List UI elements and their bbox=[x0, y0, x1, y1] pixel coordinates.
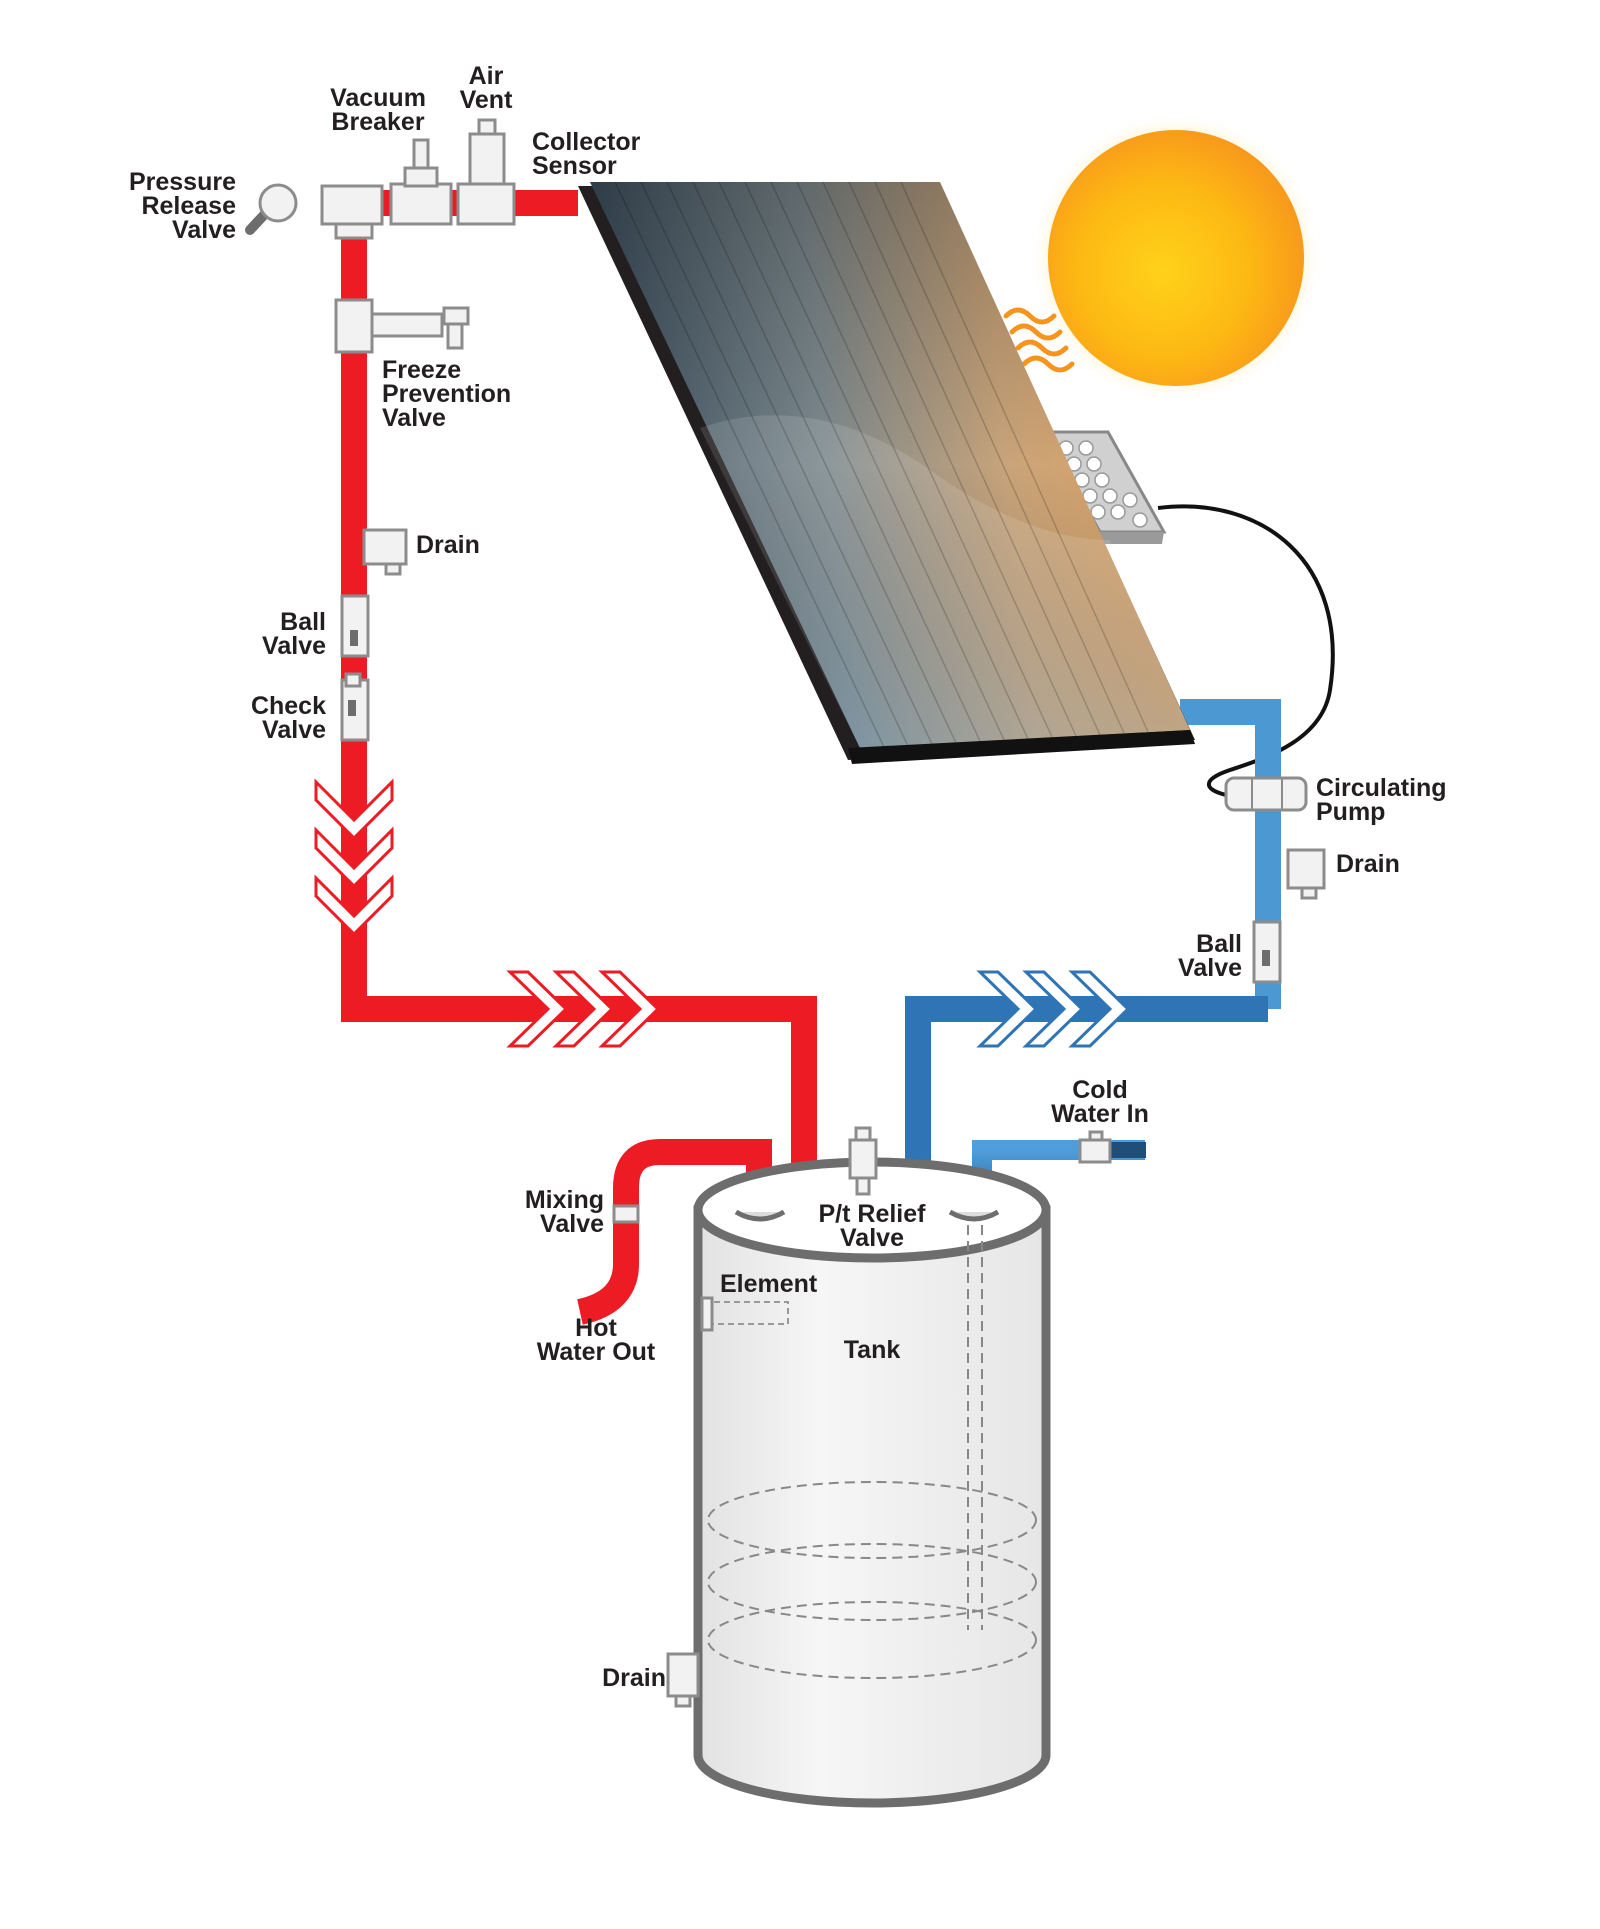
label-drain-right: Drain bbox=[1336, 850, 1400, 878]
cold-return-pipe-lower bbox=[905, 996, 1268, 1175]
freeze-prevention-valve-icon bbox=[334, 298, 470, 354]
label-collector-sensor: Collector Sensor bbox=[532, 128, 641, 180]
label-drain-left: Drain bbox=[416, 531, 480, 559]
label-air-vent: Air Vent bbox=[460, 62, 513, 114]
label-ball-valve-right: Ball Valve bbox=[1178, 930, 1242, 982]
label-vacuum-breaker: Vacuum Breaker bbox=[330, 84, 426, 136]
cold-inlet-valve-icon bbox=[1078, 1130, 1112, 1164]
cold-return-pipe bbox=[1180, 699, 1281, 1009]
drain-valve-right-icon bbox=[1286, 848, 1326, 900]
cold-inlet-dark-stub bbox=[1110, 1142, 1146, 1158]
label-ball-valve-left-line2: Valve bbox=[262, 632, 326, 660]
label-cold-water-in: Cold Water In bbox=[1051, 1076, 1149, 1128]
vacuum-breaker-icon bbox=[389, 138, 453, 226]
label-circulating-pump-line1: Circulating bbox=[1316, 774, 1447, 802]
pv-control-cable bbox=[1157, 504, 1335, 797]
label-pressure-release-line3: Valve bbox=[172, 216, 236, 244]
label-ball-valve-right-line2: Valve bbox=[1178, 954, 1242, 982]
heating-element-icon bbox=[700, 1296, 789, 1332]
mixing-valve-icon bbox=[612, 1204, 640, 1224]
label-circulating-pump-line2: Pump bbox=[1316, 798, 1385, 826]
label-hot-water-out: Hot Water Out bbox=[537, 1314, 656, 1366]
check-valve-icon bbox=[340, 672, 370, 742]
pt-relief-valve-icon bbox=[848, 1126, 878, 1196]
flow-arrow-chevrons-down bbox=[314, 778, 394, 937]
label-cold-water-in-line2: Water In bbox=[1051, 1100, 1149, 1128]
label-air-vent-line1: Air bbox=[469, 62, 504, 90]
label-collector-sensor-line1: Collector bbox=[532, 128, 641, 156]
circulating-pump-icon bbox=[1224, 776, 1308, 812]
label-check-valve-line1: Check bbox=[251, 692, 326, 720]
air-vent-icon bbox=[456, 118, 516, 226]
label-freeze-prevention-line1: Freeze bbox=[382, 356, 461, 384]
label-mixing-valve-line1: Mixing bbox=[525, 1186, 604, 1214]
label-freeze-prevention-valve: Freeze Prevention Valve bbox=[382, 356, 511, 432]
label-cold-water-in-line1: Cold bbox=[1072, 1076, 1128, 1104]
label-circulating-pump: Circulating Pump bbox=[1316, 774, 1447, 826]
label-pt-relief-line2: Valve bbox=[840, 1224, 904, 1252]
label-check-valve: Check Valve bbox=[251, 692, 326, 744]
label-vacuum-breaker-line2: Breaker bbox=[331, 108, 424, 136]
ball-valve-left-icon bbox=[340, 594, 370, 658]
label-pt-relief-valve: P/t Relief Valve bbox=[819, 1200, 927, 1252]
heat-waves-icon bbox=[1003, 307, 1075, 373]
photovoltaic-panel bbox=[1041, 430, 1167, 544]
label-element: Element bbox=[720, 1270, 818, 1298]
tee-fitting-icon bbox=[320, 184, 384, 240]
label-mixing-valve-line2: Valve bbox=[540, 1210, 604, 1238]
label-check-valve-line2: Valve bbox=[262, 716, 326, 744]
solar-collector-panel bbox=[578, 181, 1195, 764]
flow-arrow-chevrons-right-hot bbox=[506, 970, 661, 1048]
sun-icon bbox=[1030, 112, 1322, 404]
label-hot-water-out-line1: Hot bbox=[575, 1314, 617, 1342]
flow-arrow-chevrons-right-cold bbox=[976, 970, 1131, 1048]
label-tank: Tank bbox=[844, 1336, 901, 1364]
label-air-vent-line2: Vent bbox=[460, 86, 513, 114]
label-mixing-valve: Mixing Valve bbox=[525, 1186, 604, 1238]
ball-valve-right-icon bbox=[1252, 920, 1282, 984]
hot-water-out-pipe bbox=[576, 1139, 772, 1325]
label-vacuum-breaker-line1: Vacuum bbox=[330, 84, 426, 112]
label-freeze-prevention-line2: Prevention bbox=[382, 380, 511, 408]
label-pressure-release-line2: Release bbox=[141, 192, 236, 220]
label-pressure-release-line1: Pressure bbox=[129, 168, 236, 196]
label-freeze-prevention-line3: Valve bbox=[382, 404, 446, 432]
drain-valve-left-icon bbox=[362, 528, 408, 576]
label-hot-water-out-line2: Water Out bbox=[537, 1338, 656, 1366]
label-ball-valve-left: Ball Valve bbox=[262, 608, 326, 660]
label-pressure-release-valve: Pressure Release Valve bbox=[129, 168, 236, 244]
label-drain-tank: Drain bbox=[602, 1664, 666, 1692]
water-tank bbox=[693, 1157, 1051, 1808]
label-collector-sensor-line2: Sensor bbox=[532, 152, 617, 180]
label-ball-valve-left-line1: Ball bbox=[280, 608, 326, 636]
pressure-release-valve-icon bbox=[245, 183, 298, 235]
label-ball-valve-right-line1: Ball bbox=[1196, 930, 1242, 958]
label-pt-relief-line1: P/t Relief bbox=[819, 1200, 927, 1228]
drain-valve-tank-icon bbox=[666, 1652, 700, 1708]
